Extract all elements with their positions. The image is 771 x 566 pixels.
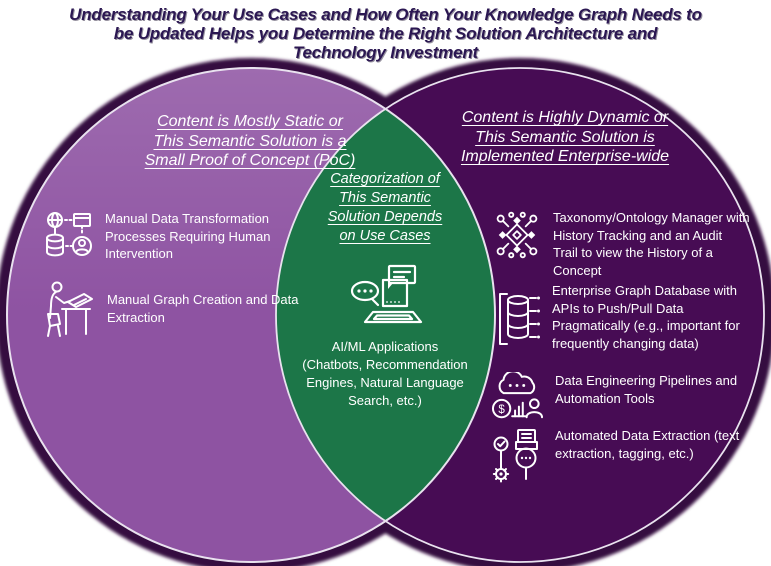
heading-line: Small Proof of Concept (PoC) xyxy=(144,152,356,170)
list-item-label: Manual Data Transformation Processes Req… xyxy=(105,211,271,262)
left-circle-rim xyxy=(6,67,496,563)
title-line: Technology Investment xyxy=(292,43,479,63)
automated-data-extraction-icon xyxy=(492,427,544,487)
list-item: Manual Graph Creation and Data Extractio… xyxy=(44,280,304,338)
overlap-region xyxy=(276,68,495,562)
svg-text:$: $ xyxy=(498,404,505,416)
title-line: Understanding Your Use Cases and How Oft… xyxy=(69,5,702,24)
left-circle-heading: Content is Mostly Static or This Semanti… xyxy=(92,112,408,171)
list-item-label: Taxonomy/Ontology Manager with History T… xyxy=(553,210,750,278)
list-item: $ Data Engineering Pipelines and Automat… xyxy=(490,372,748,422)
list-item-label: Manual Graph Creation and Data Extractio… xyxy=(107,292,299,325)
page-title: Understanding Your Use Cases and How Oft… xyxy=(0,5,771,62)
heading-line: Content is Highly Dynamic or xyxy=(461,109,669,126)
heading-line: on Use Cases xyxy=(339,227,431,244)
list-item-label: Automated Data Extraction (text extracti… xyxy=(555,428,740,461)
list-item-label: Enterprise Graph Database with APIs to P… xyxy=(552,283,740,351)
data-engineering-pipelines-icon: $ xyxy=(490,372,544,422)
heading-line: This Semantic Solution is xyxy=(475,128,655,146)
list-item: Taxonomy/Ontology Manager with History T… xyxy=(492,209,750,279)
heading-line: This Semantic Solution is a xyxy=(153,132,347,150)
title-line: be Updated Helps you Determine the Right… xyxy=(113,24,658,44)
heading-line: Implemented Enterprise-wide xyxy=(460,148,670,166)
list-item: Enterprise Graph Database with APIs to P… xyxy=(495,282,751,352)
list-item: Manual Data Transformation Processes Req… xyxy=(44,210,304,263)
manual-graph-creation-icon xyxy=(44,280,96,338)
ai-ml-chatbot-laptop-icon xyxy=(349,264,425,326)
taxonomy-ontology-manager-icon xyxy=(492,209,542,261)
right-circle-rim xyxy=(275,67,765,563)
overlap-label: AI/ML Applications (Chatbots, Recommenda… xyxy=(302,339,468,408)
heading-line: Solution Depends xyxy=(327,208,443,225)
overlap-heading: Categorization of This Semantic Solution… xyxy=(305,170,465,245)
right-circle-heading: Content is Highly Dynamic or This Semant… xyxy=(428,108,702,167)
list-item: Automated Data Extraction (text extracti… xyxy=(492,427,748,487)
heading-line: Categorization of xyxy=(330,171,440,187)
heading-line: This Semantic xyxy=(339,189,431,206)
enterprise-graph-database-icon xyxy=(495,290,541,348)
list-item-label: Data Engineering Pipelines and Automatio… xyxy=(555,373,738,406)
manual-data-transformation-icon xyxy=(44,210,94,262)
heading-line: Content is Mostly Static or xyxy=(157,113,343,130)
